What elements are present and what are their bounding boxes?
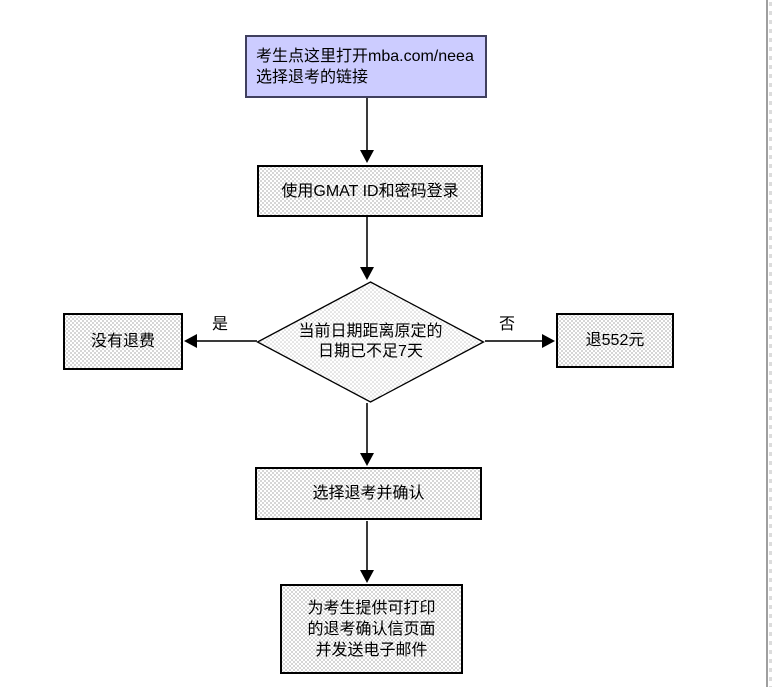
node-login: 使用GMAT ID和密码登录 [257,165,483,217]
node-decision: 当前日期距离原定的 日期已不足7天 [256,281,485,403]
node-login-label: 使用GMAT ID和密码登录 [281,182,459,200]
decision-diamond [256,281,485,403]
node-confirmation-page: 为考生提供可打印 的退考确认信页面 并发送电子邮件 [280,584,463,674]
arrow-decision-to-refund [485,334,555,348]
edge-label-no: 否 [499,316,516,333]
node-confirmation-page-line1: 为考生提供可打印 [307,599,436,617]
node-refund: 退552元 [556,313,674,368]
node-no-refund-label: 没有退费 [90,333,155,350]
node-decision-line2: 日期已不足7天 [318,343,423,360]
arrow-open-to-login [360,98,374,163]
node-confirmation-page-line2: 的退考确认信页面 [307,620,436,638]
node-confirm-cancel: 选择退考并确认 [255,467,482,520]
page-right-dashed-border [769,2,772,687]
node-decision-line1: 当前日期距离原定的 [298,323,443,340]
page-right-border [766,0,768,687]
edge-label-yes: 是 [212,316,229,333]
arrow-confirm-to-page [360,521,374,583]
node-confirmation-page-line3: 并发送电子邮件 [315,641,428,659]
node-open-link-line1: 考生点这里打开mba.com/neea [256,47,474,65]
arrow-decision-to-no-refund [184,334,257,348]
node-no-refund: 没有退费 [63,313,183,370]
decision-diamond-shape [256,281,485,403]
node-confirm-cancel-label: 选择退考并确认 [312,485,425,502]
node-open-link-line2: 选择退考的链接 [256,68,369,86]
node-refund-label: 退552元 [585,332,645,349]
node-open-link: 考生点这里打开mba.com/neea 选择退考的链接 [245,35,487,98]
arrow-login-to-decision [360,217,374,280]
arrow-decision-to-confirm [360,403,374,466]
